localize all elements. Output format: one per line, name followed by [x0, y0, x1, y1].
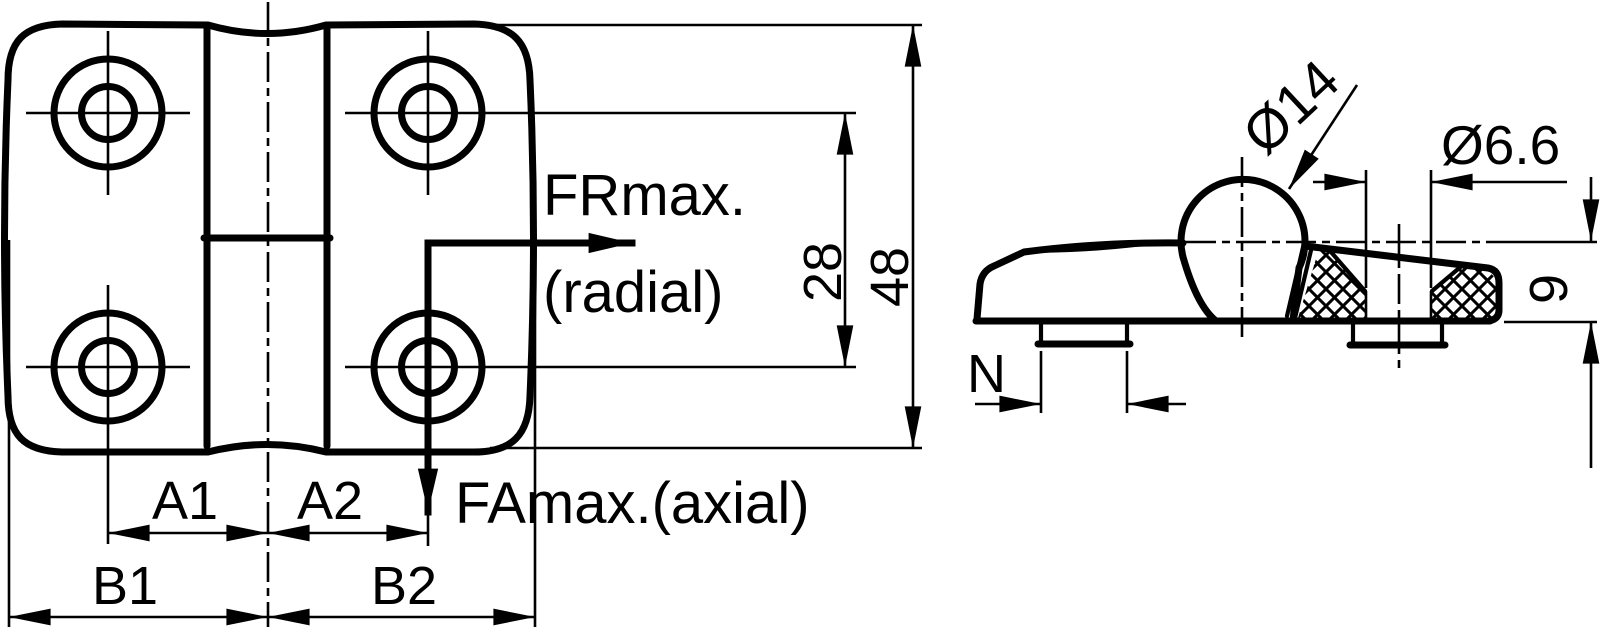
label-dim-height: 9 — [1519, 274, 1579, 304]
section-hatch-left — [1298, 249, 1366, 318]
label-dim-a2: A2 — [297, 471, 363, 531]
label-dim-48: 48 — [860, 247, 920, 307]
hole-counterbore — [370, 55, 486, 171]
leaf-junction-lines — [1284, 240, 1315, 321]
hole-crosshairs — [26, 31, 856, 546]
dim-knuckle-leader — [1287, 84, 1359, 190]
label-dim-a1: A1 — [152, 471, 218, 531]
countersink-cone-lines — [1328, 249, 1467, 294]
extension-lines — [7, 23, 922, 627]
dim-hole-diameter — [1313, 170, 1567, 288]
dim-height-9 — [1504, 177, 1600, 468]
left-leaf-outline — [973, 239, 1187, 323]
left-boss — [1034, 319, 1134, 348]
section-hatch-right — [1431, 265, 1497, 318]
hole-bore — [398, 83, 458, 143]
label-dim-knuckle-diameter: Ø14 — [1231, 48, 1351, 166]
hole-bore — [78, 337, 138, 397]
hole-counterbore — [50, 55, 166, 171]
front-view: FRmax. (radial) FAmax.(axial) 28 48 A1 A… — [1, 2, 922, 627]
label-radial-force: FRmax. — [543, 163, 746, 228]
hinge-body-outline — [1, 20, 537, 456]
label-axial-force: FAmax.(axial) — [455, 471, 810, 536]
dim-boss-width — [975, 351, 1186, 413]
left-leaf-top-recess — [1025, 242, 1145, 253]
through-hole-walls — [1364, 291, 1433, 319]
label-dim-b2: B2 — [371, 556, 437, 616]
hole-counterbore — [50, 309, 166, 425]
label-dim-b1: B1 — [92, 556, 158, 616]
knuckle-left-foot — [1179, 253, 1220, 325]
right-boss — [1346, 319, 1449, 349]
side-view: Ø14 Ø6.6 9 N — [967, 48, 1600, 468]
knuckle-circle — [1177, 175, 1309, 272]
hole-bore — [78, 83, 138, 143]
right-leaf-outline — [1301, 242, 1503, 325]
label-dim-28: 28 — [793, 242, 853, 302]
label-radial-qualifier: (radial) — [543, 260, 724, 325]
label-dim-hole-diameter: Ø6.6 — [1441, 114, 1560, 176]
label-dim-boss-width: N — [967, 344, 1006, 404]
